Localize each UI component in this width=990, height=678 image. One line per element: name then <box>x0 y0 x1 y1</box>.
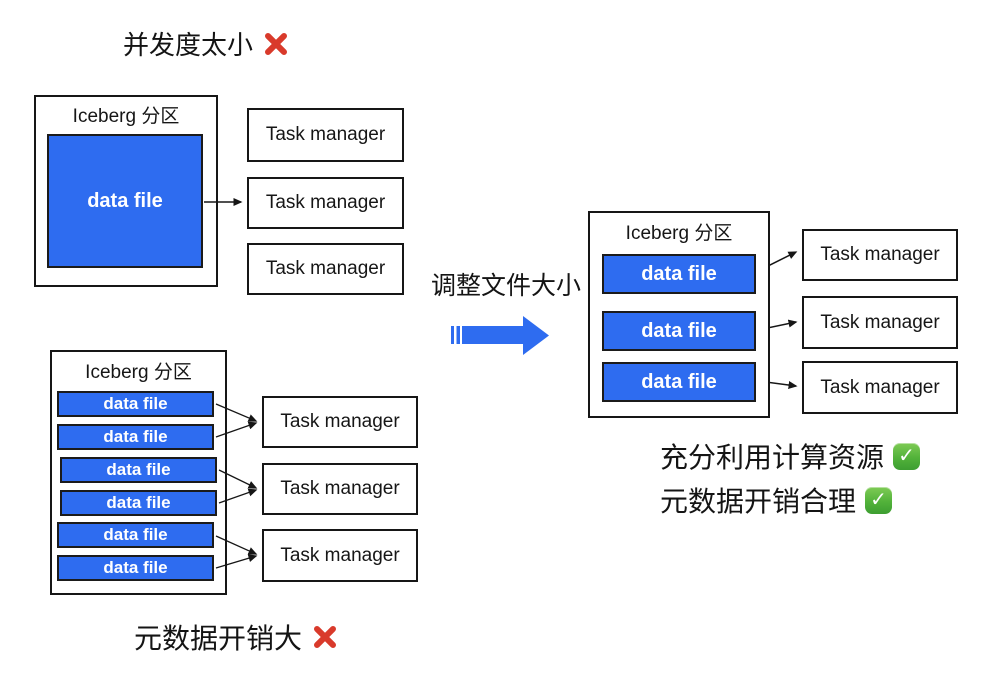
data-file-box: data file <box>602 254 756 294</box>
data-file-box: data file <box>57 555 214 581</box>
data-file-box: data file <box>57 391 214 417</box>
right-caption-line2-text: 元数据开销合理 <box>660 486 857 517</box>
transition-label: 调整文件大小 <box>430 272 581 300</box>
task-manager-box: Task manager <box>802 296 958 349</box>
task-manager-box: Task manager <box>802 229 958 281</box>
task-manager-box: Task manager <box>262 529 418 582</box>
data-file-box: data file <box>602 311 756 351</box>
top-left-title-text: 并发度太小 <box>123 30 254 60</box>
check-mark-icon: ✓ <box>893 442 921 470</box>
cross-mark-icon <box>314 626 337 648</box>
right-caption-line2: 元数据开销合理 ✓ <box>660 480 920 520</box>
check-mark-icon: ✓ <box>865 486 893 514</box>
partition-label-top-left: Iceberg 分区 <box>72 106 180 127</box>
data-file-box: data file <box>60 457 217 483</box>
data-file-box-large: data file <box>47 134 203 268</box>
task-manager-box: Task manager <box>247 243 404 295</box>
data-file-box: data file <box>57 424 214 450</box>
data-file-box: data file <box>57 522 214 548</box>
top-left-title: 并发度太小 <box>123 25 290 62</box>
partition-label-right: Iceberg 分区 <box>625 223 733 244</box>
task-manager-box: Task manager <box>247 177 404 229</box>
data-file-box: data file <box>602 362 756 402</box>
right-caption-line1-text: 充分利用计算资源 <box>660 442 885 473</box>
task-manager-box: Task manager <box>247 108 404 162</box>
partition-label-bottom-left: Iceberg 分区 <box>85 362 192 383</box>
right-caption-line1: 充分利用计算资源 ✓ <box>660 436 921 476</box>
task-manager-box: Task manager <box>262 463 418 515</box>
task-manager-box: Task manager <box>802 361 958 414</box>
bottom-left-caption-text: 元数据开销大 <box>134 623 303 654</box>
transform-arrow-icon <box>451 316 549 355</box>
bottom-left-caption: 元数据开销大 <box>134 617 339 657</box>
cross-mark-icon <box>265 32 288 55</box>
data-file-box: data file <box>60 490 217 516</box>
task-manager-box: Task manager <box>262 396 418 448</box>
right-captions: 充分利用计算资源 ✓ 元数据开销合理 ✓ <box>660 436 921 520</box>
